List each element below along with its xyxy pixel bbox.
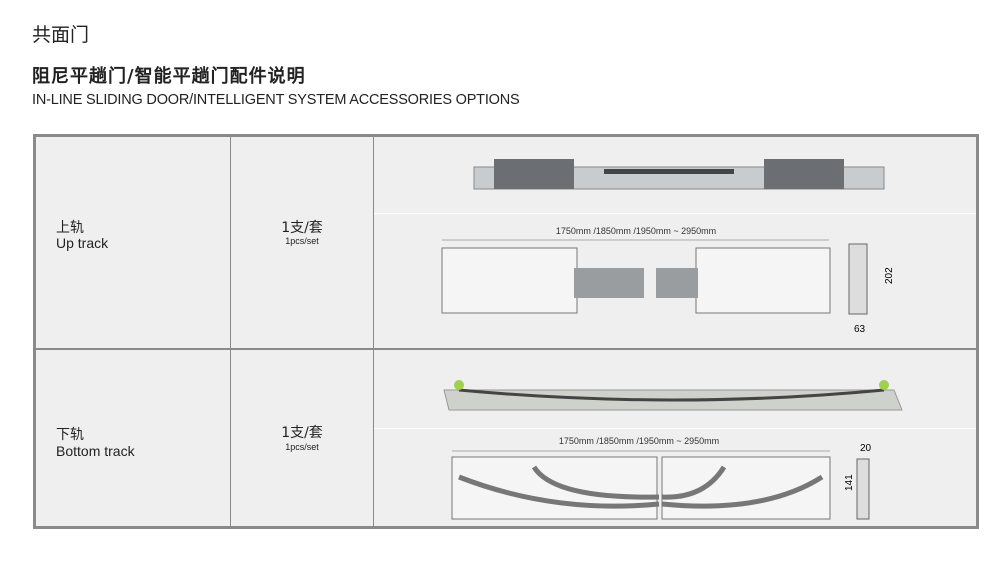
up-track-photo: [473, 159, 885, 190]
up-track-drawing: 1750mm /1850mm /1950mm ~ 2950mm 202 63: [441, 226, 895, 335]
height-dimension: 202: [884, 267, 895, 284]
length-dimension: 1750mm /1850mm /1950mm ~ 2950mm: [556, 226, 716, 236]
length-dimension: 1750mm /1850mm /1950mm ~ 2950mm: [559, 436, 719, 446]
item-qty-en: 1pcs/set: [285, 236, 319, 246]
accessories-table: 上轨 Up track 1支/套 1pcs/set 1750mm /1850mm…: [33, 134, 979, 529]
table-row-bottom-track: 下轨 Bottom track 1支/套 1pcs/set 1750mm /18…: [36, 350, 976, 526]
width-dimension: 20: [860, 443, 872, 454]
item-name-en: Up track: [56, 235, 109, 251]
item-name-cn: 下轨: [56, 427, 84, 443]
item-qty: 1支/套: [281, 220, 323, 236]
table-row-up-track: 上轨 Up track 1支/套 1pcs/set 1750mm /1850mm…: [36, 137, 976, 350]
item-qty-en: 1pcs/set: [285, 442, 319, 452]
height-dimension: 141: [844, 474, 855, 491]
brand-label: 共面门: [32, 24, 90, 46]
page-title: 阻尼平趟门/智能平趟门配件说明: [32, 66, 306, 87]
width-dimension: 63: [854, 324, 866, 335]
bottom-track-drawing: 1750mm /1850mm /1950mm ~ 2950mm 141 20: [451, 436, 872, 520]
page-subtitle: IN-LINE SLIDING DOOR/INTELLIGENT SYSTEM …: [32, 92, 520, 108]
item-name-cn: 上轨: [56, 220, 84, 236]
item-name-en: Bottom track: [56, 443, 135, 459]
item-qty: 1支/套: [281, 425, 323, 441]
bottom-track-photo: [443, 380, 903, 411]
